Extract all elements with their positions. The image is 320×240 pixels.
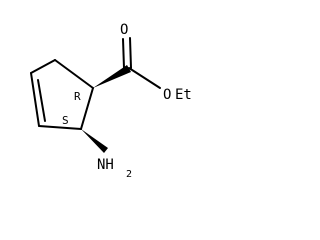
amine-label: NH bbox=[97, 157, 114, 173]
bond-c2-c1 bbox=[80, 87, 94, 130]
bond-c3-c2 bbox=[38, 125, 82, 130]
bond-c4-c3 bbox=[30, 72, 40, 127]
bond-c1-c5 bbox=[54, 59, 94, 89]
bond-c5-c4 bbox=[30, 59, 56, 74]
carbonyl-oxygen-label: O bbox=[120, 22, 128, 38]
wedge-bond-c1-carboxyl bbox=[93, 65, 131, 88]
stereo-label-s: S bbox=[62, 114, 69, 127]
amine-subscript: 2 bbox=[126, 169, 132, 180]
bond-c4-c3-double bbox=[37, 79, 46, 122]
ethyl-label: Et bbox=[175, 87, 192, 103]
structure-canvas: O O Et NH 2 R S bbox=[30, 22, 192, 180]
stereo-label-r: R bbox=[74, 90, 81, 103]
bond-ester-oxygen bbox=[128, 67, 161, 89]
bond-carbonyl-double-b bbox=[122, 38, 125, 69]
bond-carbonyl-double-a bbox=[129, 37, 132, 69]
molecule-drawing: O O Et NH 2 R S bbox=[30, 22, 192, 180]
wedge-bond-c2-amine bbox=[81, 129, 108, 153]
ester-oxygen-label: O bbox=[163, 87, 171, 103]
